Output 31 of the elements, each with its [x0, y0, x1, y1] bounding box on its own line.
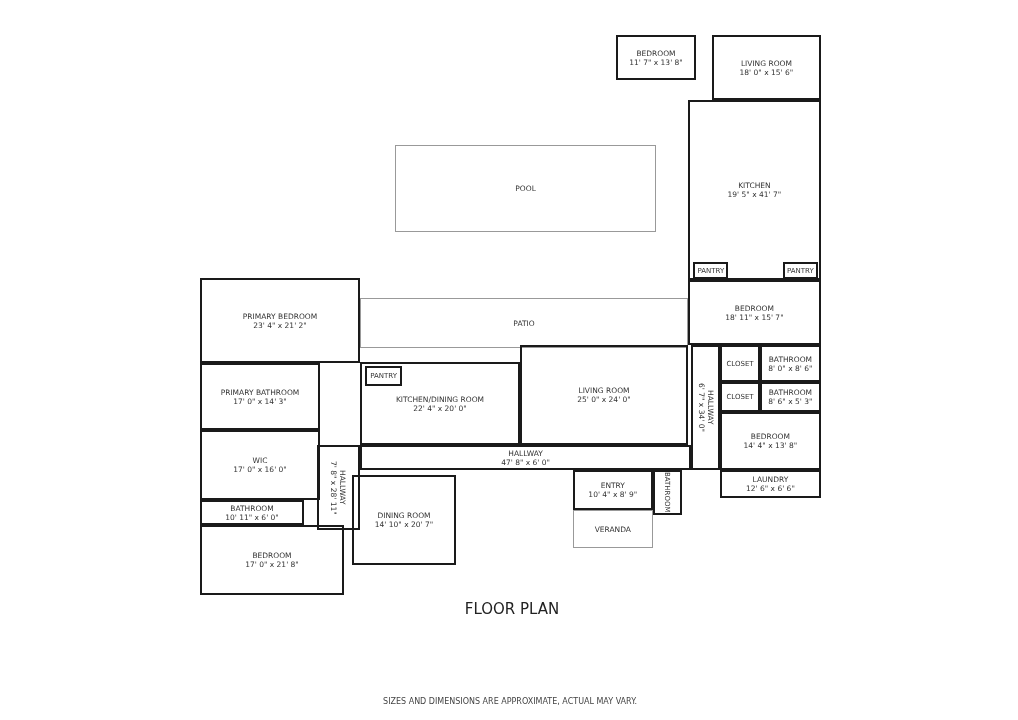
room-outline — [520, 345, 688, 445]
room-outline — [720, 470, 821, 498]
room-outline — [200, 430, 320, 500]
room-outline — [688, 100, 821, 280]
room-outline — [720, 345, 760, 382]
room-outline — [652, 470, 682, 515]
room-outline — [365, 366, 402, 386]
room-outline — [572, 510, 653, 548]
room-outline — [360, 445, 692, 470]
room-outline — [200, 363, 320, 430]
room-outline — [200, 278, 360, 363]
room-outline — [712, 35, 821, 100]
room-outline — [691, 345, 720, 470]
room-outline — [760, 345, 821, 382]
disclaimer-note: SIZES AND DIMENSIONS ARE APPROXIMATE, ACTUAL MAY VARY. — [382, 697, 638, 706]
room-outline — [360, 362, 520, 445]
room-outline — [616, 35, 696, 80]
room-outline — [720, 412, 821, 470]
room-outline — [200, 500, 304, 525]
room-outline — [200, 525, 344, 595]
room-outline — [760, 382, 821, 412]
room-outline — [720, 382, 760, 412]
room-outline — [316, 445, 360, 530]
room-outline — [782, 262, 818, 279]
room-outline — [572, 470, 653, 510]
room-outline — [693, 262, 729, 279]
room-outline — [688, 280, 821, 345]
room-outline — [352, 475, 456, 565]
plan-title: FLOOR PLAN — [463, 600, 561, 618]
room-outline — [395, 145, 656, 232]
room-outline — [360, 298, 688, 348]
